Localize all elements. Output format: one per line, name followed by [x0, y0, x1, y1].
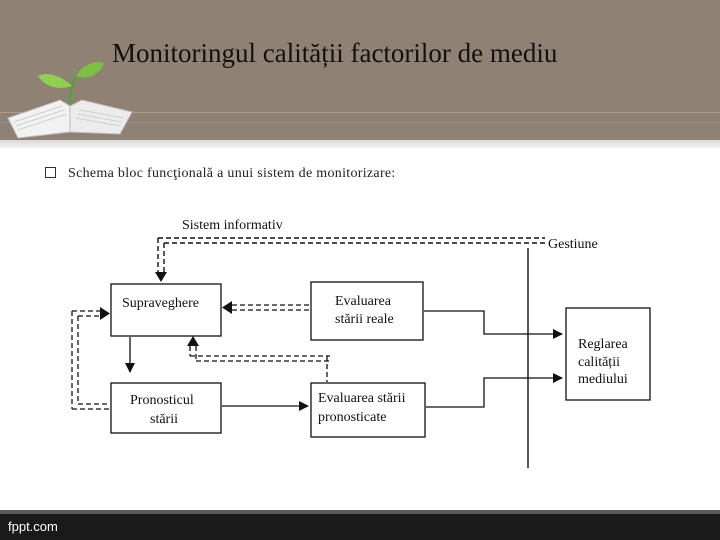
- feedback-left-loop: [71, 310, 110, 410]
- feedback-pronosticate-arrowhead: [187, 336, 199, 346]
- box-evaluarea-starii-reale: Evaluarea stării reale: [310, 281, 424, 341]
- sistem-informativ-label: Sistem informativ: [182, 218, 283, 233]
- box-reglarea-line3: mediului: [578, 372, 628, 387]
- box-evaluarea-reale-line2: stării reale: [335, 312, 394, 327]
- box-evaluarea-pron-line1: Evaluarea stării: [318, 391, 406, 406]
- header-divider: [0, 112, 720, 113]
- feedback-reale-arrowhead: [222, 301, 232, 314]
- book-with-sprout-icon: [7, 62, 133, 139]
- box-pronosticul-line1: Pronosticul: [130, 393, 194, 408]
- checkbox-bullet-icon: [45, 167, 56, 179]
- box-pronosticul-starii: Pronosticul stării: [110, 382, 222, 434]
- feedback-pronosticate-to-supraveghere: [189, 346, 330, 382]
- slide-title: Monitoringul calității factorilor de med…: [112, 38, 558, 68]
- arrow-pronosticate-to-reglarea: [426, 373, 563, 408]
- footer-brand[interactable]: fppt.com: [8, 519, 58, 534]
- feedback-reale-to-supraveghere: [232, 304, 310, 311]
- box-reglarea-calitatii: Reglarea calității mediului: [565, 307, 651, 401]
- box-supraveghere: Supraveghere: [110, 283, 222, 337]
- box-evaluarea-reale-line1: Evaluarea: [335, 294, 392, 309]
- footer-bar: [0, 514, 720, 540]
- block-diagram: Sistem informativ Gestiune Supraveghere …: [71, 218, 651, 468]
- footer-divider: [0, 510, 720, 514]
- header-shadow: [0, 140, 720, 148]
- sistem-informativ-line: [157, 237, 545, 272]
- sistem-informativ-arrowhead: [155, 272, 167, 282]
- bullet-item: Schema bloc funcţională a unui sistem de…: [45, 166, 396, 182]
- header-divider-lower: [0, 122, 720, 123]
- feedback-left-arrowhead: [100, 307, 110, 320]
- box-supraveghere-label: Supraveghere: [122, 296, 199, 311]
- box-evaluarea-starii-pronosticate: Evaluarea stării pronosticate: [310, 382, 426, 438]
- arrow-reale-to-reglarea: [424, 310, 563, 339]
- bullet-text: Schema bloc funcţională a unui sistem de…: [68, 166, 396, 181]
- box-evaluarea-pron-line2: pronosticate: [318, 410, 386, 425]
- gestiune-label: Gestiune: [548, 237, 598, 252]
- box-pronosticul-line2: stării: [150, 412, 178, 427]
- box-reglarea-line2: calității: [578, 355, 620, 370]
- box-reglarea-line1: Reglarea: [578, 337, 629, 352]
